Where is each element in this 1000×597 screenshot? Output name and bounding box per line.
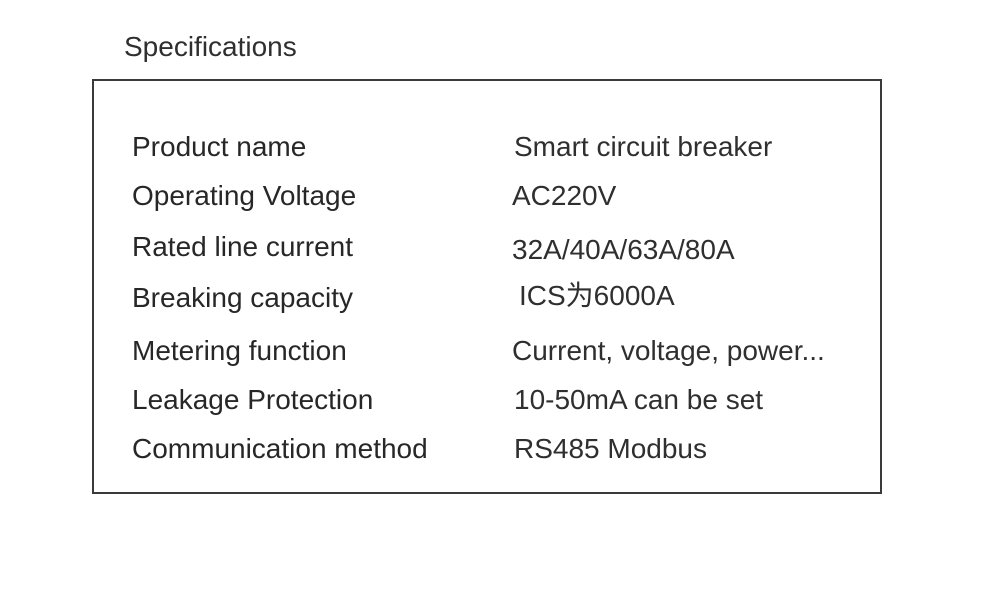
spec-label: Product name [132,131,307,162]
spec-label: Operating Voltage [132,180,357,211]
spec-row-operating-voltage: Operating Voltage AC220V [94,176,880,216]
spec-label: Communication method [132,433,428,464]
spec-value: 32A/40A/63A/80A [512,234,735,265]
spec-value: AC220V [512,180,617,211]
spec-row-product-name: Product name Smart circuit breaker [94,127,880,167]
spec-label: Metering function [132,335,347,366]
page-title: Specifications [124,31,297,62]
spec-row-breaking-capacity: Breaking capacity ICS为6000A [94,278,880,318]
spec-label: Rated line current [132,231,354,262]
spec-row-metering-function: Metering function Current, voltage, powe… [94,331,880,371]
spec-label: Breaking capacity [132,282,354,313]
spec-label: Leakage Protection [132,384,374,415]
spec-row-communication-method: Communication method RS485 Modbus [94,429,880,469]
spec-value: Current, voltage, power... [512,335,825,366]
spec-value: RS485 Modbus [514,433,708,464]
spec-value: 10-50mA can be set [514,384,764,415]
spec-value: Smart circuit breaker [514,131,773,162]
spec-row-rated-line-current: Rated line current 32A/40A/63A/80A [94,227,880,267]
spec-table: Product name Smart circuit breaker Opera… [92,79,882,494]
spec-row-leakage-protection: Leakage Protection 10-50mA can be set [94,380,880,420]
spec-value: ICS为6000A [519,280,675,311]
